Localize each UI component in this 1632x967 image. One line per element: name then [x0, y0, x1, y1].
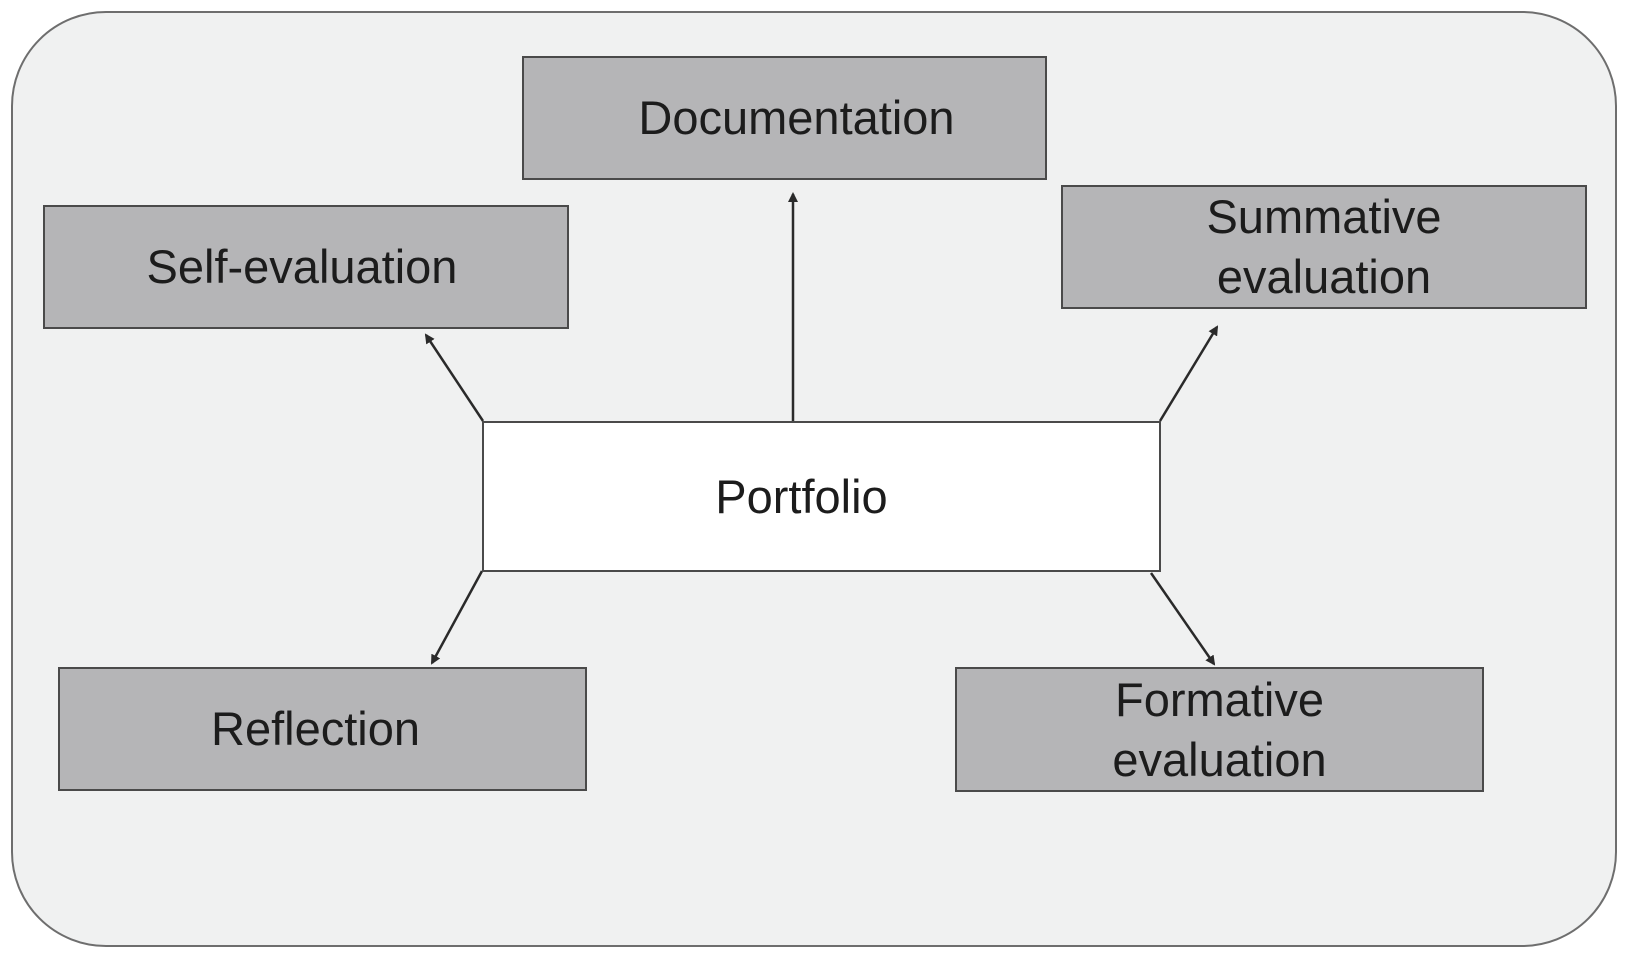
node-portfolio: Portfolio [482, 421, 1161, 572]
node-formative-evaluation-label: Formative evaluation [1112, 672, 1327, 786]
node-documentation-label: Documentation [638, 91, 955, 144]
node-portfolio-label: Portfolio [715, 469, 888, 523]
arrow-to-reflection [430, 570, 484, 665]
node-formative-evaluation: Formative evaluation [955, 667, 1484, 792]
node-reflection: Reflection [58, 667, 587, 791]
node-summative-evaluation: Summative evaluation [1061, 185, 1587, 309]
node-reflection-label: Reflection [211, 702, 420, 755]
node-self-evaluation-label: Self-evaluation [146, 240, 458, 293]
arrow-to-self-evaluation [424, 333, 485, 422]
node-self-evaluation: Self-evaluation [43, 205, 569, 329]
arrow-to-summative-evaluation [1158, 325, 1219, 422]
node-summative-evaluation-label: Summative evaluation [1206, 190, 1442, 303]
node-documentation: Documentation [522, 56, 1047, 180]
arrow-to-formative-evaluation [1149, 572, 1216, 666]
